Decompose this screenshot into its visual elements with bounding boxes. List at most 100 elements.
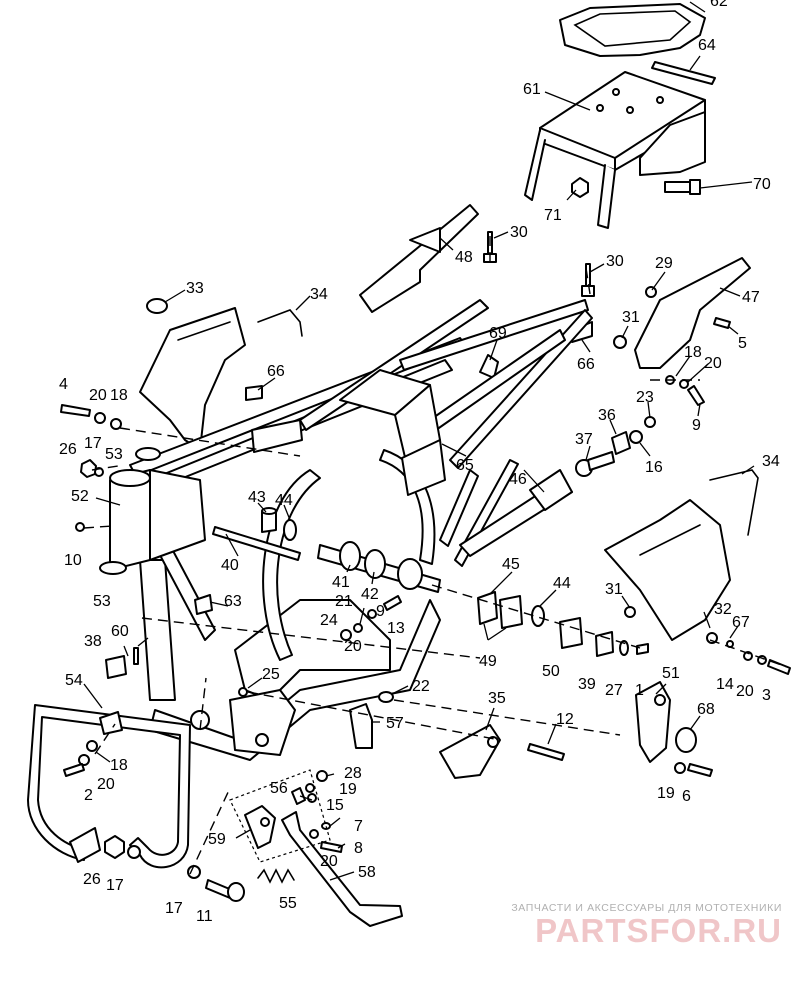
part-34-wire-a bbox=[257, 309, 303, 337]
part-54-crash-bar bbox=[27, 704, 191, 869]
callout-38: 38 bbox=[84, 633, 102, 650]
part-35-cover-plate bbox=[439, 724, 501, 779]
callout-59: 59 bbox=[208, 831, 226, 848]
callout-9-middle: 9 bbox=[376, 603, 385, 620]
callout-31-upper: 31 bbox=[622, 309, 640, 326]
part-9-bolt-b bbox=[383, 595, 402, 611]
callout-20-lower-left: 20 bbox=[97, 776, 115, 793]
part-70-bolt bbox=[664, 179, 701, 195]
callout-3: 3 bbox=[762, 687, 771, 704]
callout-33: 33 bbox=[186, 280, 204, 297]
callout-17-left: 17 bbox=[84, 435, 102, 452]
part-1-pin bbox=[636, 643, 649, 655]
part-71-nut bbox=[571, 177, 589, 198]
callout-66-right: 66 bbox=[577, 356, 595, 373]
part-13-washer bbox=[367, 609, 377, 619]
part-20-washer-b bbox=[679, 379, 689, 389]
part-61-battery-tray bbox=[524, 71, 706, 229]
callout-40: 40 bbox=[221, 557, 239, 574]
part-8-bolt bbox=[320, 841, 343, 853]
part-14-washer bbox=[743, 651, 753, 661]
part-30-stud-b bbox=[581, 263, 595, 297]
part-18-washer-a bbox=[110, 418, 122, 430]
callout-20-left: 20 bbox=[89, 387, 107, 404]
part-6-bolt bbox=[687, 763, 713, 777]
callout-44-right: 44 bbox=[553, 575, 571, 592]
callout-5: 5 bbox=[738, 335, 747, 352]
part-20-washer-f bbox=[309, 829, 319, 839]
callout-26-lower: 26 bbox=[83, 871, 101, 888]
part-5-bolt bbox=[713, 317, 731, 329]
callout-31-lower: 31 bbox=[605, 581, 623, 598]
callout-48: 48 bbox=[455, 249, 473, 266]
part-21-washer bbox=[353, 623, 363, 633]
callout-20-right: 20 bbox=[736, 683, 754, 700]
callout-18-upper-right: 18 bbox=[684, 344, 702, 361]
callout-37: 37 bbox=[575, 431, 593, 448]
part-24-nut bbox=[340, 629, 352, 641]
callout-1: 1 bbox=[635, 682, 644, 699]
callout-11: 11 bbox=[196, 908, 213, 925]
callout-42: 42 bbox=[361, 586, 379, 603]
part-68-cap bbox=[675, 727, 697, 753]
callout-6: 6 bbox=[682, 788, 691, 805]
callout-23: 23 bbox=[636, 389, 654, 406]
part-69-clamp bbox=[479, 354, 499, 379]
part-28-nut bbox=[316, 770, 328, 782]
callout-62: 62 bbox=[710, 0, 728, 10]
part-20-washer-a bbox=[94, 412, 106, 424]
callout-labels: 62 64 61 70 71 48 30 30 29 47 33 34 31 5… bbox=[59, 0, 780, 925]
callout-32: 32 bbox=[714, 601, 732, 618]
callout-18-lower: 18 bbox=[110, 757, 128, 774]
callout-24: 24 bbox=[320, 612, 338, 629]
callout-36: 36 bbox=[598, 407, 616, 424]
part-43-bushing bbox=[261, 507, 277, 533]
part-48-rail-bracket bbox=[359, 204, 479, 313]
part-59-bracket bbox=[244, 805, 276, 849]
callout-69: 69 bbox=[489, 325, 507, 342]
callout-25: 25 bbox=[262, 666, 280, 683]
callout-9-right: 9 bbox=[692, 417, 701, 434]
callout-30-lower: 30 bbox=[606, 253, 624, 270]
callout-35: 35 bbox=[488, 690, 506, 707]
callout-49: 49 bbox=[479, 653, 497, 670]
callout-51: 51 bbox=[662, 665, 680, 682]
part-47-rail-bracket bbox=[634, 257, 751, 369]
callout-2: 2 bbox=[84, 787, 93, 804]
callout-20-upper-right: 20 bbox=[704, 355, 722, 372]
callout-15: 15 bbox=[326, 797, 344, 814]
callout-67: 67 bbox=[732, 614, 750, 631]
callout-34-right: 34 bbox=[762, 453, 780, 470]
part-38-bushing bbox=[105, 655, 127, 679]
watermark-brand: PARTSFOR.RU bbox=[535, 912, 782, 949]
part-27-washer bbox=[619, 640, 629, 656]
callout-19-right: 19 bbox=[657, 785, 675, 802]
part-44-washer-b bbox=[531, 605, 545, 627]
part-62-seat-pad bbox=[559, 3, 706, 57]
part-56-pin bbox=[291, 787, 306, 805]
callout-18-left: 18 bbox=[110, 387, 128, 404]
part-44-washer-a bbox=[283, 519, 297, 541]
callout-4: 4 bbox=[59, 376, 68, 393]
callout-50: 50 bbox=[542, 663, 560, 680]
assembly-lines bbox=[83, 236, 791, 875]
part-left-cover bbox=[139, 307, 246, 451]
part-17-washer-c bbox=[187, 865, 201, 879]
part-2-bolt bbox=[63, 763, 85, 777]
part-26-nut-b bbox=[104, 835, 125, 859]
callout-7: 7 bbox=[354, 818, 363, 835]
callout-22: 22 bbox=[412, 678, 430, 695]
part-right-cover bbox=[604, 499, 731, 641]
part-37-bolt bbox=[575, 451, 615, 477]
part-34-wire-b bbox=[709, 469, 759, 536]
callout-44-left: 44 bbox=[275, 492, 293, 509]
callout-34-left: 34 bbox=[310, 286, 328, 303]
part-58-kickstand bbox=[281, 811, 403, 927]
callout-64: 64 bbox=[698, 37, 716, 54]
callout-14: 14 bbox=[716, 676, 734, 693]
part-11-bolt bbox=[205, 879, 245, 902]
callout-60: 60 bbox=[111, 623, 129, 640]
watermark-tagline: ЗАПЧАСТИ И АКСЕССУАРЫ ДЛЯ МОТОТЕХНИКИ bbox=[511, 902, 782, 914]
callout-55: 55 bbox=[279, 895, 297, 912]
leader-lines bbox=[83, 1, 755, 881]
